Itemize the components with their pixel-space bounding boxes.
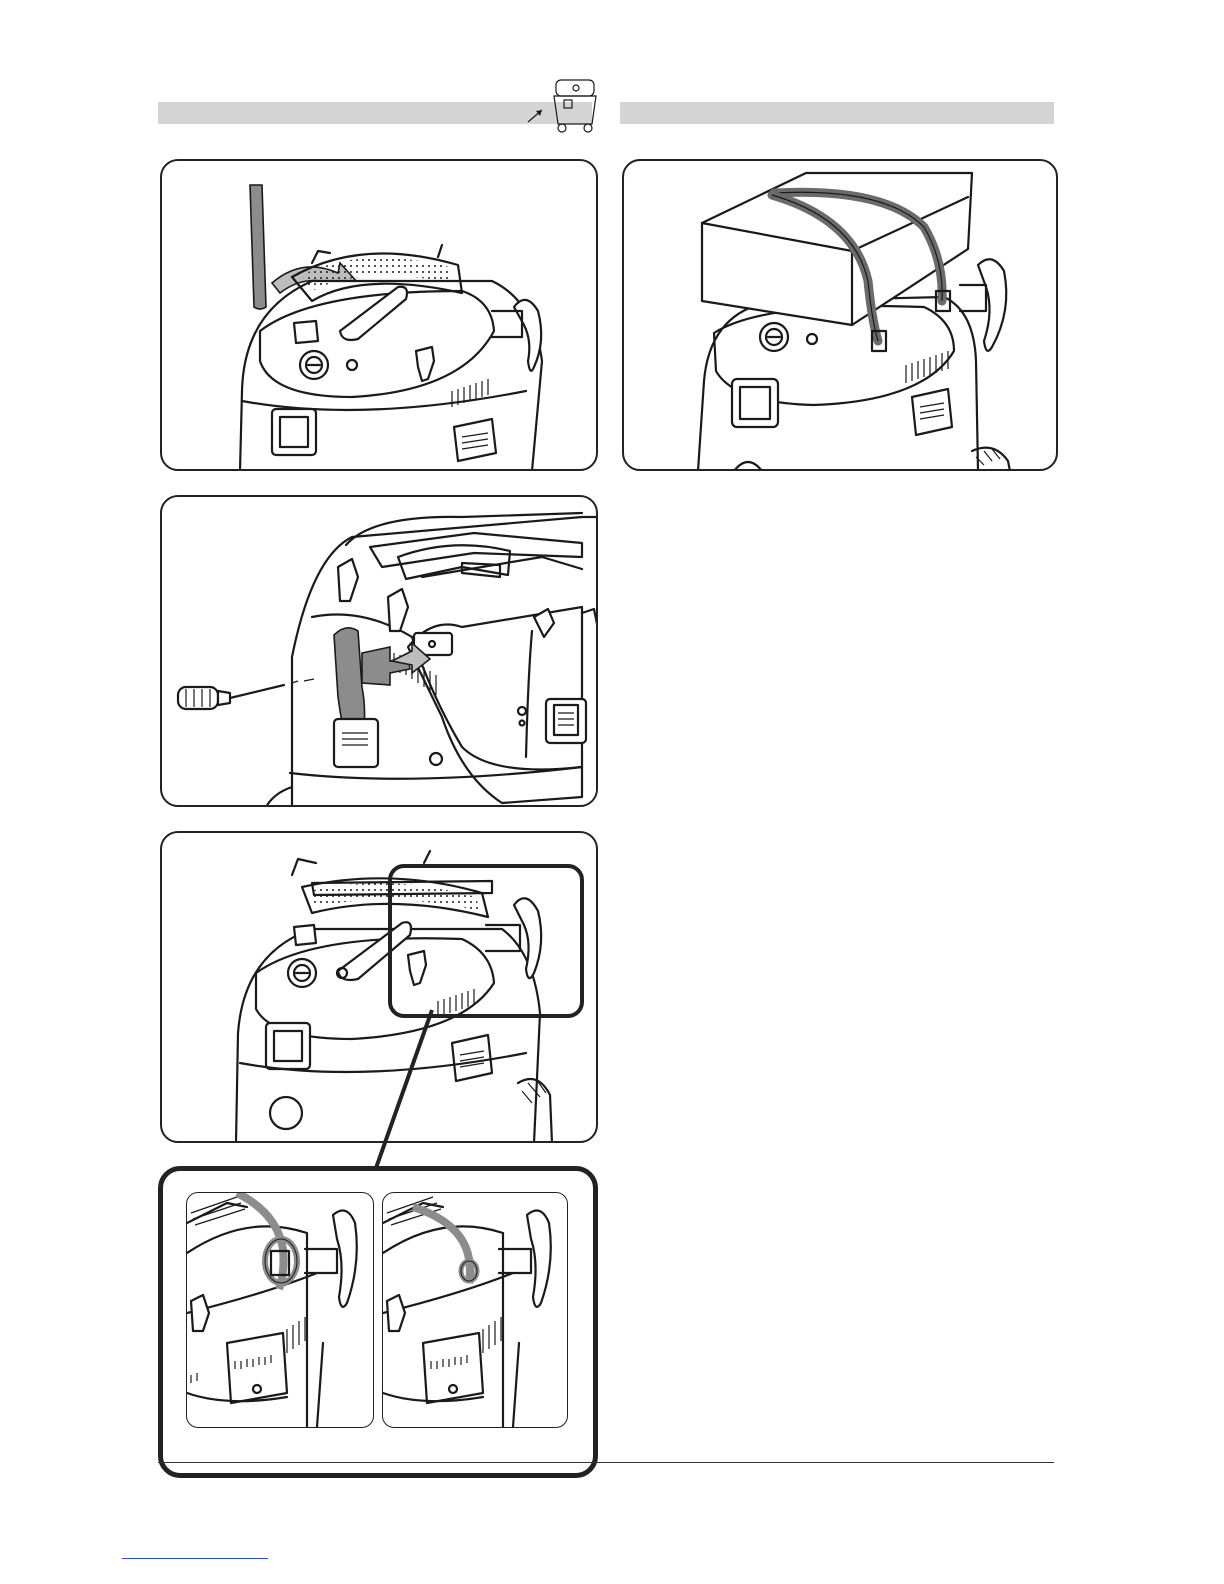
fig-box-strapped: [622, 159, 1058, 471]
fig-insert-tube: [160, 159, 598, 471]
vacuum-top-tube-icon: [240, 185, 542, 469]
vacuum-cleaner-icon: [524, 74, 600, 136]
fig-strap-before: [186, 1192, 374, 1428]
strap-tight-icon: [383, 1197, 551, 1427]
fig-mount-bracket: [160, 495, 598, 807]
box-strap-icon: [698, 173, 1010, 469]
footer-link-underline: [122, 1558, 268, 1559]
callout-leader: [370, 1008, 440, 1170]
fig-strap-after: [382, 1192, 568, 1428]
strap-loop-icon: [187, 1193, 357, 1427]
callout-highlight-box: [388, 864, 584, 1018]
screwdriver-bracket-icon: [178, 513, 596, 805]
footer-rule: [158, 1462, 1054, 1463]
section-header-right: [620, 102, 1054, 124]
